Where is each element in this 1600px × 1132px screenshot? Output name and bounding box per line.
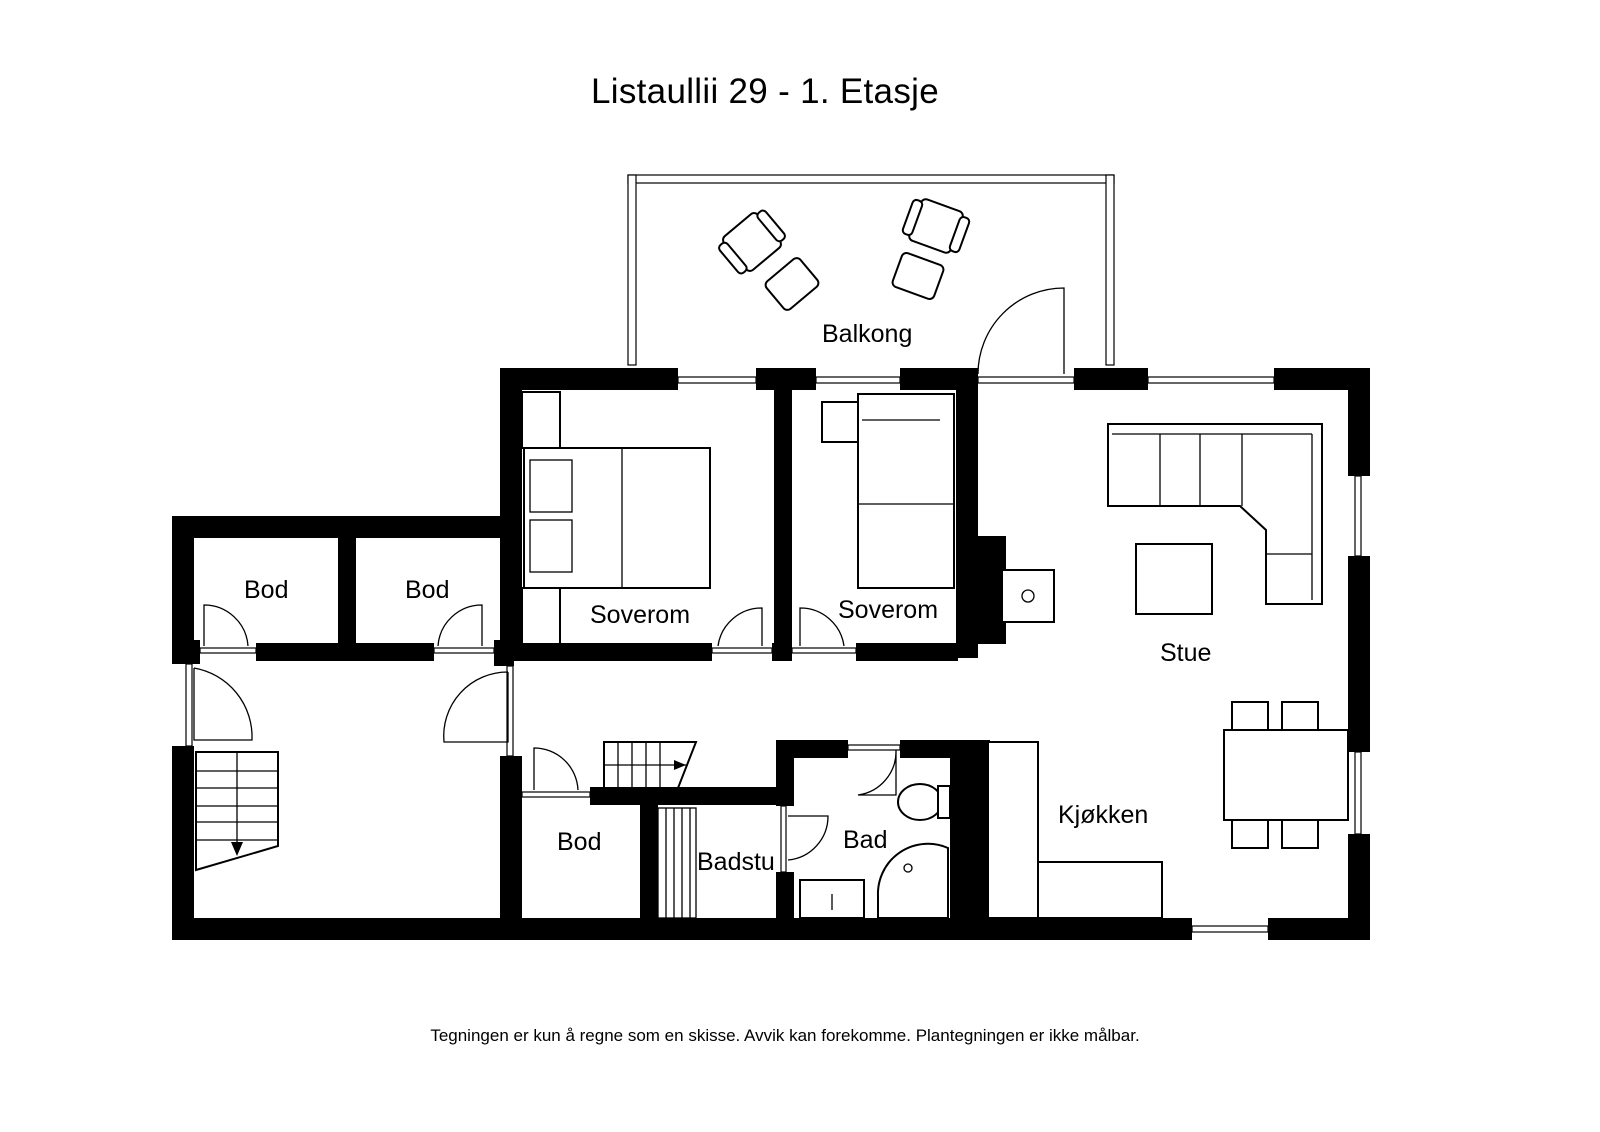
windows (185, 376, 1362, 933)
stairs-icon (195, 751, 279, 872)
room-label-bedroom-1: Soverom (590, 601, 690, 629)
room-label-living-room: Stue (1160, 639, 1211, 667)
room-label-bathroom: Bad (843, 826, 887, 854)
disclaimer: Tegningen er kun å regne som en skisse. … (430, 1026, 1140, 1045)
sauna-bench (657, 807, 697, 919)
plan-title: Listaullii 29 - 1. Etasje (591, 72, 939, 111)
shower-icon (876, 842, 949, 919)
dining-table-icon (1223, 701, 1349, 849)
room-label-bedroom-2: Soverom (838, 596, 938, 624)
room-label-balcony: Balkong (822, 320, 912, 348)
bed-icon (821, 393, 955, 589)
toilet-icon (897, 783, 951, 821)
room-label-kitchen: Kjøkken (1058, 801, 1148, 829)
room-label-storage-3: Bod (557, 828, 601, 856)
armchair-icon (718, 209, 786, 275)
walls (172, 368, 1370, 940)
room-label-sauna: Badstu (697, 848, 775, 876)
coffee-table-icon (1135, 543, 1213, 615)
balcony-railing (627, 174, 1115, 366)
armchair-icon (891, 251, 945, 301)
bed-icon (521, 391, 711, 645)
door-swings (193, 287, 1065, 861)
kitchen-counter (987, 741, 1163, 919)
sofa-icon (1107, 423, 1323, 605)
fireplace-icon (1001, 569, 1055, 623)
armchair-icon (901, 198, 971, 254)
stairs-icon (603, 741, 698, 789)
room-label-storage-2: Bod (405, 576, 449, 604)
room-label-storage-1: Bod (244, 576, 288, 604)
armchair-icon (764, 257, 820, 311)
sink-icon (799, 879, 865, 919)
